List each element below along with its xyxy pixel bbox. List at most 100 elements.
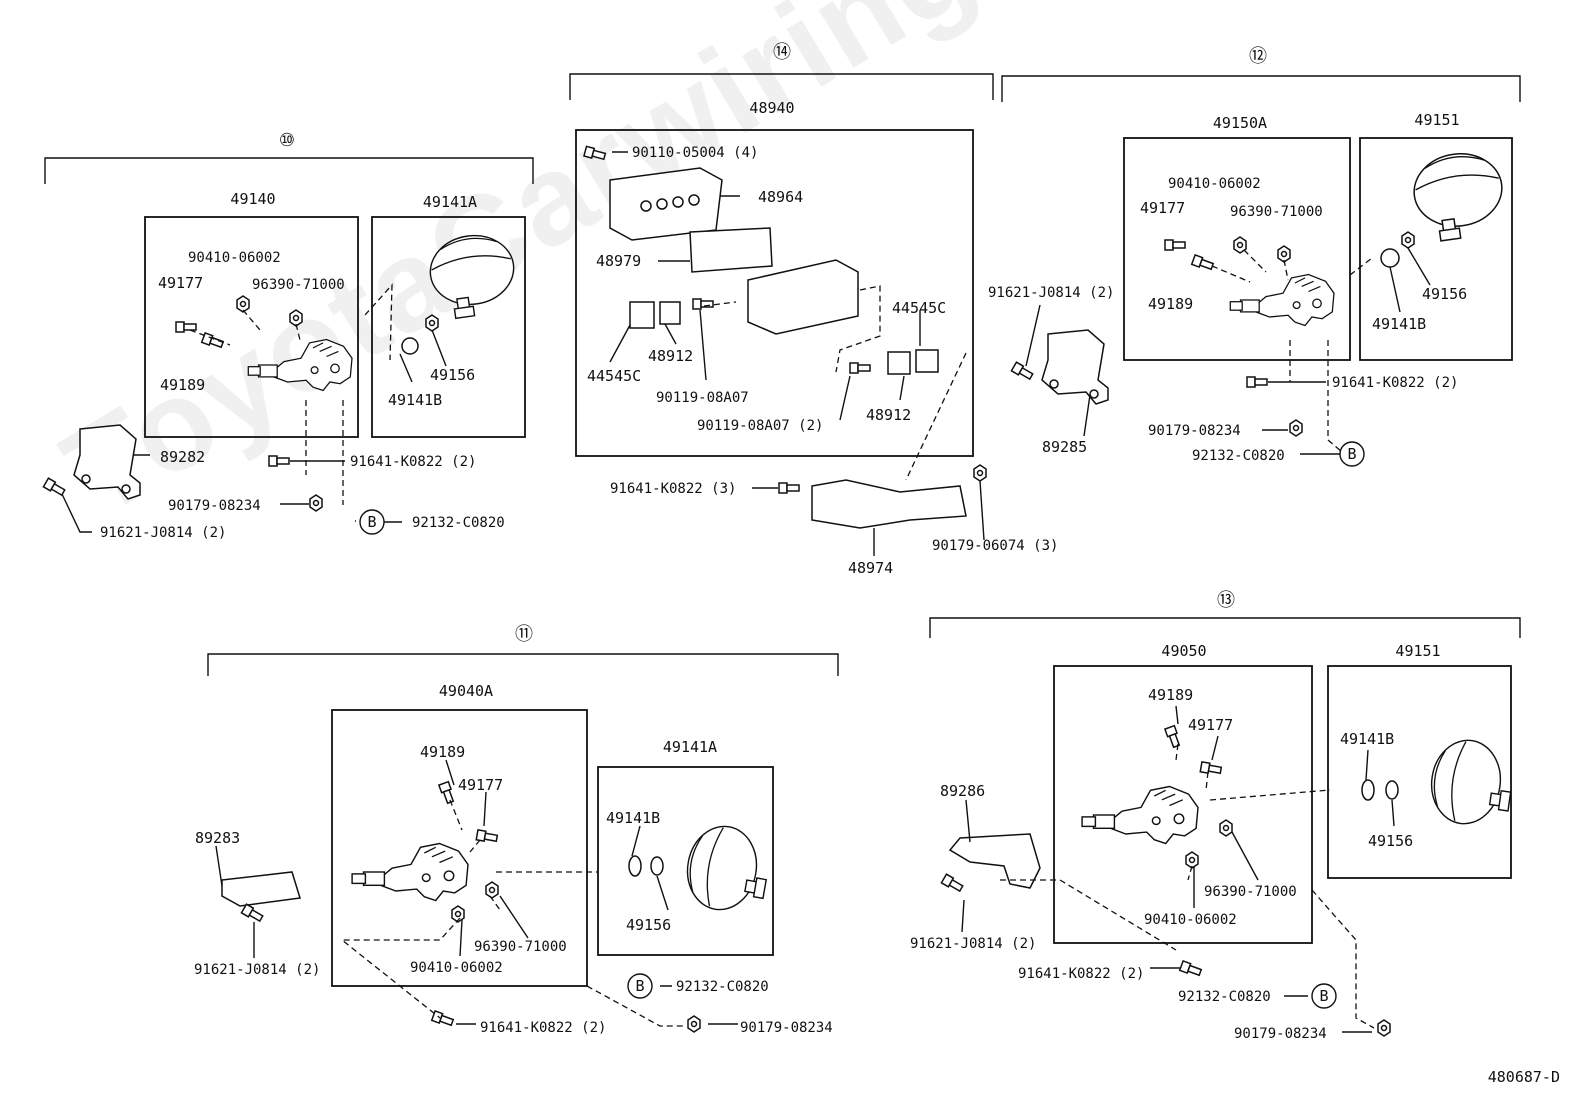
part-label: 48974 [848,559,893,577]
part-label: 49141A [423,193,477,211]
nut-icon [1277,245,1291,263]
part-label: 89285 [1042,438,1087,456]
part-label: 90179-08234 [168,498,261,514]
b-marker-label: B [367,513,376,531]
part-label: 92132-C0820 [412,515,505,531]
sphere-icon [1408,147,1510,245]
section-11: ⑪ 49040A 49141A B 49189 49177 49141B 892… [194,624,839,1036]
solenoid-icon [915,349,939,373]
solenoid-icon [629,301,655,329]
part-label: 92132-C0820 [676,979,769,995]
bolt-icon [940,873,965,894]
part-label: 96390-71000 [1204,884,1297,900]
accumulator-box [597,766,774,956]
part-label: 92132-C0820 [1192,448,1285,464]
part-label: 49177 [158,274,203,292]
fitting-icon [1164,239,1186,251]
section-10: ⑩ 49140 49141A B 90410-06002 96390-71000… [42,130,534,541]
section-number: ⑪ [515,624,533,645]
housing-icon [747,259,859,335]
accumulator-box [371,216,526,438]
part-label: 49151 [1414,111,1459,129]
part-label: 90410-06002 [410,960,503,976]
part-label: 49141B [1340,730,1394,748]
part-label: 90410-06002 [1168,176,1261,192]
part-label: 91641-K0822 (2) [1018,966,1144,982]
section-12: ⑫ 49150A 49151 B 90410-06002 49177 96390… [988,46,1521,467]
screw-icon [849,362,871,374]
part-label: 91621-J0814 (2) [100,525,226,541]
b-marker [1311,983,1337,1009]
part-label: 90179-06074 (3) [932,538,1058,554]
bracket-icon [948,833,1041,889]
relay-icon [887,351,911,375]
sphere-icon [1425,735,1518,831]
part-label: 90179-08234 [740,1020,833,1036]
gasket-icon [689,227,773,273]
nut-icon [1219,819,1233,837]
bracket-icon [73,424,141,500]
part-label: 49156 [1422,285,1467,303]
part-label: 91621-J0814 (2) [194,962,320,978]
nut-icon [289,309,303,327]
o-ring-icon [628,855,642,877]
assembly-box [331,709,588,987]
b-marker [1339,441,1365,467]
pressure-valve-icon [247,338,353,392]
nut-icon [485,881,499,899]
part-label: 91641-K0822 (2) [1332,375,1458,391]
nut-icon [236,295,250,313]
part-label: 96390-71000 [1230,204,1323,220]
section-number: ⑫ [1249,46,1267,67]
accumulator-box [1327,665,1512,879]
pressure-valve-icon [1081,785,1199,845]
part-label: 44545C [892,299,946,317]
bleeder-icon [1164,724,1182,749]
part-label: 49189 [1148,686,1193,704]
part-label: 48979 [596,252,641,270]
bracket-icon [811,479,967,529]
part-label: 49156 [430,366,475,384]
nut-icon [309,494,323,512]
nut-icon [1185,851,1199,869]
o-ring-icon [1380,248,1400,268]
o-ring-icon [401,337,419,355]
part-label: 91621-J0814 (2) [988,285,1114,301]
bleeder-icon [1190,254,1215,272]
assembly-box [1053,665,1313,944]
part-label: 96390-71000 [474,939,567,955]
part-label: 49177 [1188,716,1233,734]
part-label: 49156 [626,916,671,934]
assembly-box [144,216,359,438]
pressure-valve-icon [351,842,469,902]
part-label: 89286 [940,782,985,800]
bolt-icon [1178,960,1203,978]
part-label: 89283 [195,829,240,847]
part-label: 90110-05004 (4) [632,145,758,161]
part-label: 49177 [1140,199,1185,217]
part-label: 49156 [1368,832,1413,850]
nut-icon [687,1015,701,1033]
washer-icon [1401,231,1415,249]
part-label: 49141A [663,738,717,756]
part-label: 49141B [388,391,442,409]
bolt-icon [1010,361,1035,382]
accumulator-box [1359,137,1513,361]
fitting-icon [1199,761,1223,776]
part-label: 90119-08A07 (2) [697,418,823,434]
relay-icon [659,301,681,325]
washer-icon [650,856,664,876]
bleeder-icon [438,780,456,805]
bolt-icon [778,482,800,494]
bracket-icon [221,871,301,907]
part-label: 90410-06002 [1144,912,1237,928]
bracket-icon [1041,329,1109,405]
assembly-box [1123,137,1351,361]
washer-icon [425,314,439,332]
part-label: 48940 [749,99,794,117]
part-label: 91641-K0822 (2) [480,1020,606,1036]
section-number: ⑬ [1217,590,1235,611]
part-label: 90179-08234 [1234,1026,1327,1042]
part-label: 91641-K0822 (3) [610,481,736,497]
sphere-icon [425,229,521,322]
